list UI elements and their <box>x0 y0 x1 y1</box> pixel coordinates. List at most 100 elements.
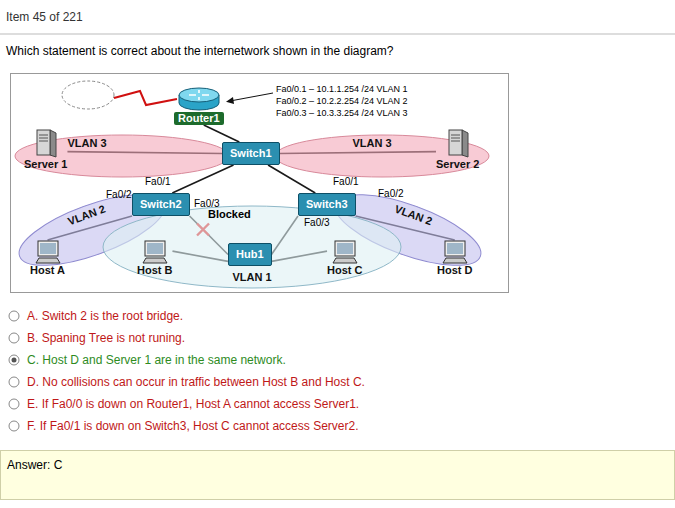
label-holder: Fa0/0.3 – 10.3.3.254 /24 VLAN 3 <box>276 108 408 119</box>
header-rule <box>0 34 675 35</box>
host-node: Host C <box>327 240 362 277</box>
pc-monitor <box>38 241 58 256</box>
server-node: Server 1 <box>24 128 67 171</box>
label-holder: D. No collisions can occur in traffic be… <box>27 375 365 389</box>
device-label: Switch1 <box>230 147 272 160</box>
port-label: Blocked <box>208 208 251 221</box>
router-node: Router1 <box>174 86 224 125</box>
server-icon <box>34 128 58 158</box>
vlan-ellipse <box>15 135 229 177</box>
pc-base <box>333 258 357 263</box>
port-label: Fa0/2 <box>106 189 132 201</box>
switch-box: Switch1 <box>222 142 280 165</box>
device-label: Switch3 <box>306 198 348 211</box>
server-node: Server 2 <box>436 128 479 171</box>
pc-monitor <box>445 241 465 256</box>
label-holder: Fa0/0.2 – 10.2.2.254 /24 VLAN 2 <box>276 96 408 107</box>
server-front <box>449 130 462 155</box>
pc-icon <box>441 240 469 264</box>
label-holder: Fa0/0.1 – 10.1.1.254 /24 VLAN 1 <box>276 84 408 95</box>
wan-cloud <box>62 81 114 109</box>
label-holder: Item 45 of 221 <box>6 10 83 24</box>
interface-address: Fa0/0.3 – 10.3.3.254 /24 VLAN 3 <box>276 108 408 119</box>
pc-base <box>143 258 167 263</box>
label-holder: C. Host D and Server 1 are in the same n… <box>27 353 286 367</box>
server-side <box>50 130 56 157</box>
vlan-ellipse <box>103 206 401 288</box>
port-label: Fa0/1 <box>145 176 171 188</box>
port-label: Fa0/3 <box>304 217 330 229</box>
label-holder: B. Spaning Tree is not runing. <box>27 331 185 345</box>
label-holder: Blocked <box>208 208 251 221</box>
device-label: Switch2 <box>140 198 182 211</box>
device-label: Router1 <box>174 112 224 125</box>
leader-line <box>230 93 273 101</box>
server-bays <box>39 135 48 141</box>
answer-option: E. If Fa0/0 is down on Router1, Host A c… <box>27 397 359 411</box>
pc-monitor <box>145 241 165 256</box>
device-label: Host C <box>327 264 362 277</box>
pc-screen <box>447 243 463 254</box>
answer-option: D. No collisions can occur in traffic be… <box>27 375 365 389</box>
pc-screen <box>40 243 56 254</box>
switch-box: Switch3 <box>298 193 356 216</box>
question-text: Which statement is correct about the int… <box>6 44 394 58</box>
answer-option: A. Switch 2 is the root bridge. <box>27 309 183 323</box>
host-node: Host D <box>437 240 472 277</box>
vlan-label: VLAN 3 <box>68 137 107 150</box>
question-holder: Which statement is correct about the int… <box>6 44 394 58</box>
device-label: Hub1 <box>236 248 264 261</box>
label-holder: F. If Fa0/1 is down on Switch3, Host C c… <box>27 419 358 433</box>
pc-base <box>36 258 60 263</box>
pc-icon <box>331 240 359 264</box>
item-counter: Item 45 of 221 <box>6 10 83 24</box>
radio-buttons <box>9 311 19 431</box>
leader-arrowhead <box>226 97 234 104</box>
pc-screen <box>337 243 353 254</box>
label-holder: Fa0/2 <box>378 188 404 200</box>
router-icon <box>177 86 221 112</box>
serial-link <box>114 91 177 105</box>
server-icon <box>446 128 470 158</box>
answer-option: C. Host D and Server 1 are in the same n… <box>27 353 286 367</box>
port-label: Fa0/1 <box>333 176 359 188</box>
hub-box: Hub1 <box>228 243 272 266</box>
device-label: Server 1 <box>24 158 67 171</box>
host-node: Host B <box>137 240 172 277</box>
label-holder: Fa0/3 <box>304 217 330 229</box>
device-label: Host D <box>437 264 472 277</box>
pc-monitor <box>335 241 355 256</box>
answer-option: B. Spaning Tree is not runing. <box>27 331 185 345</box>
server-bays <box>451 135 460 141</box>
label-holder: Fa0/1 <box>145 176 171 188</box>
label-holder: Fa0/1 <box>333 176 359 188</box>
pc-screen <box>147 243 163 254</box>
vlan-label: VLAN 3 <box>353 137 392 150</box>
radio-selected-dot <box>12 358 17 363</box>
device-label: Host B <box>137 264 172 277</box>
interface-address: Fa0/0.2 – 10.2.2.254 /24 VLAN 2 <box>276 96 408 107</box>
device-label: Server 2 <box>436 158 479 171</box>
pc-icon <box>141 240 169 264</box>
vlan-label: VLAN 1 <box>233 271 272 284</box>
diagram-frame <box>11 74 509 293</box>
switch-box: Switch2 <box>132 193 190 216</box>
answer-box: Answer: C <box>0 450 675 500</box>
label-holder: Fa0/2 <box>106 189 132 201</box>
label-holder: A. Switch 2 is the root bridge. <box>27 309 183 323</box>
answer-option: F. If Fa0/1 is down on Switch3, Host C c… <box>27 419 358 433</box>
router-arrows <box>189 90 209 100</box>
port-label: Fa0/2 <box>378 188 404 200</box>
vlan-ellipse <box>275 135 489 177</box>
network-link <box>204 125 240 142</box>
router-top <box>179 88 219 102</box>
answer-text: Answer: C <box>7 458 668 473</box>
host-node: Host A <box>30 240 65 277</box>
server-side <box>462 130 468 157</box>
pc-icon <box>34 240 62 264</box>
server-front <box>37 130 50 155</box>
label-holder: E. If Fa0/0 is down on Router1, Host A c… <box>27 397 359 411</box>
device-label: Host A <box>30 264 65 277</box>
interface-address: Fa0/0.1 – 10.1.1.254 /24 VLAN 1 <box>276 84 408 95</box>
